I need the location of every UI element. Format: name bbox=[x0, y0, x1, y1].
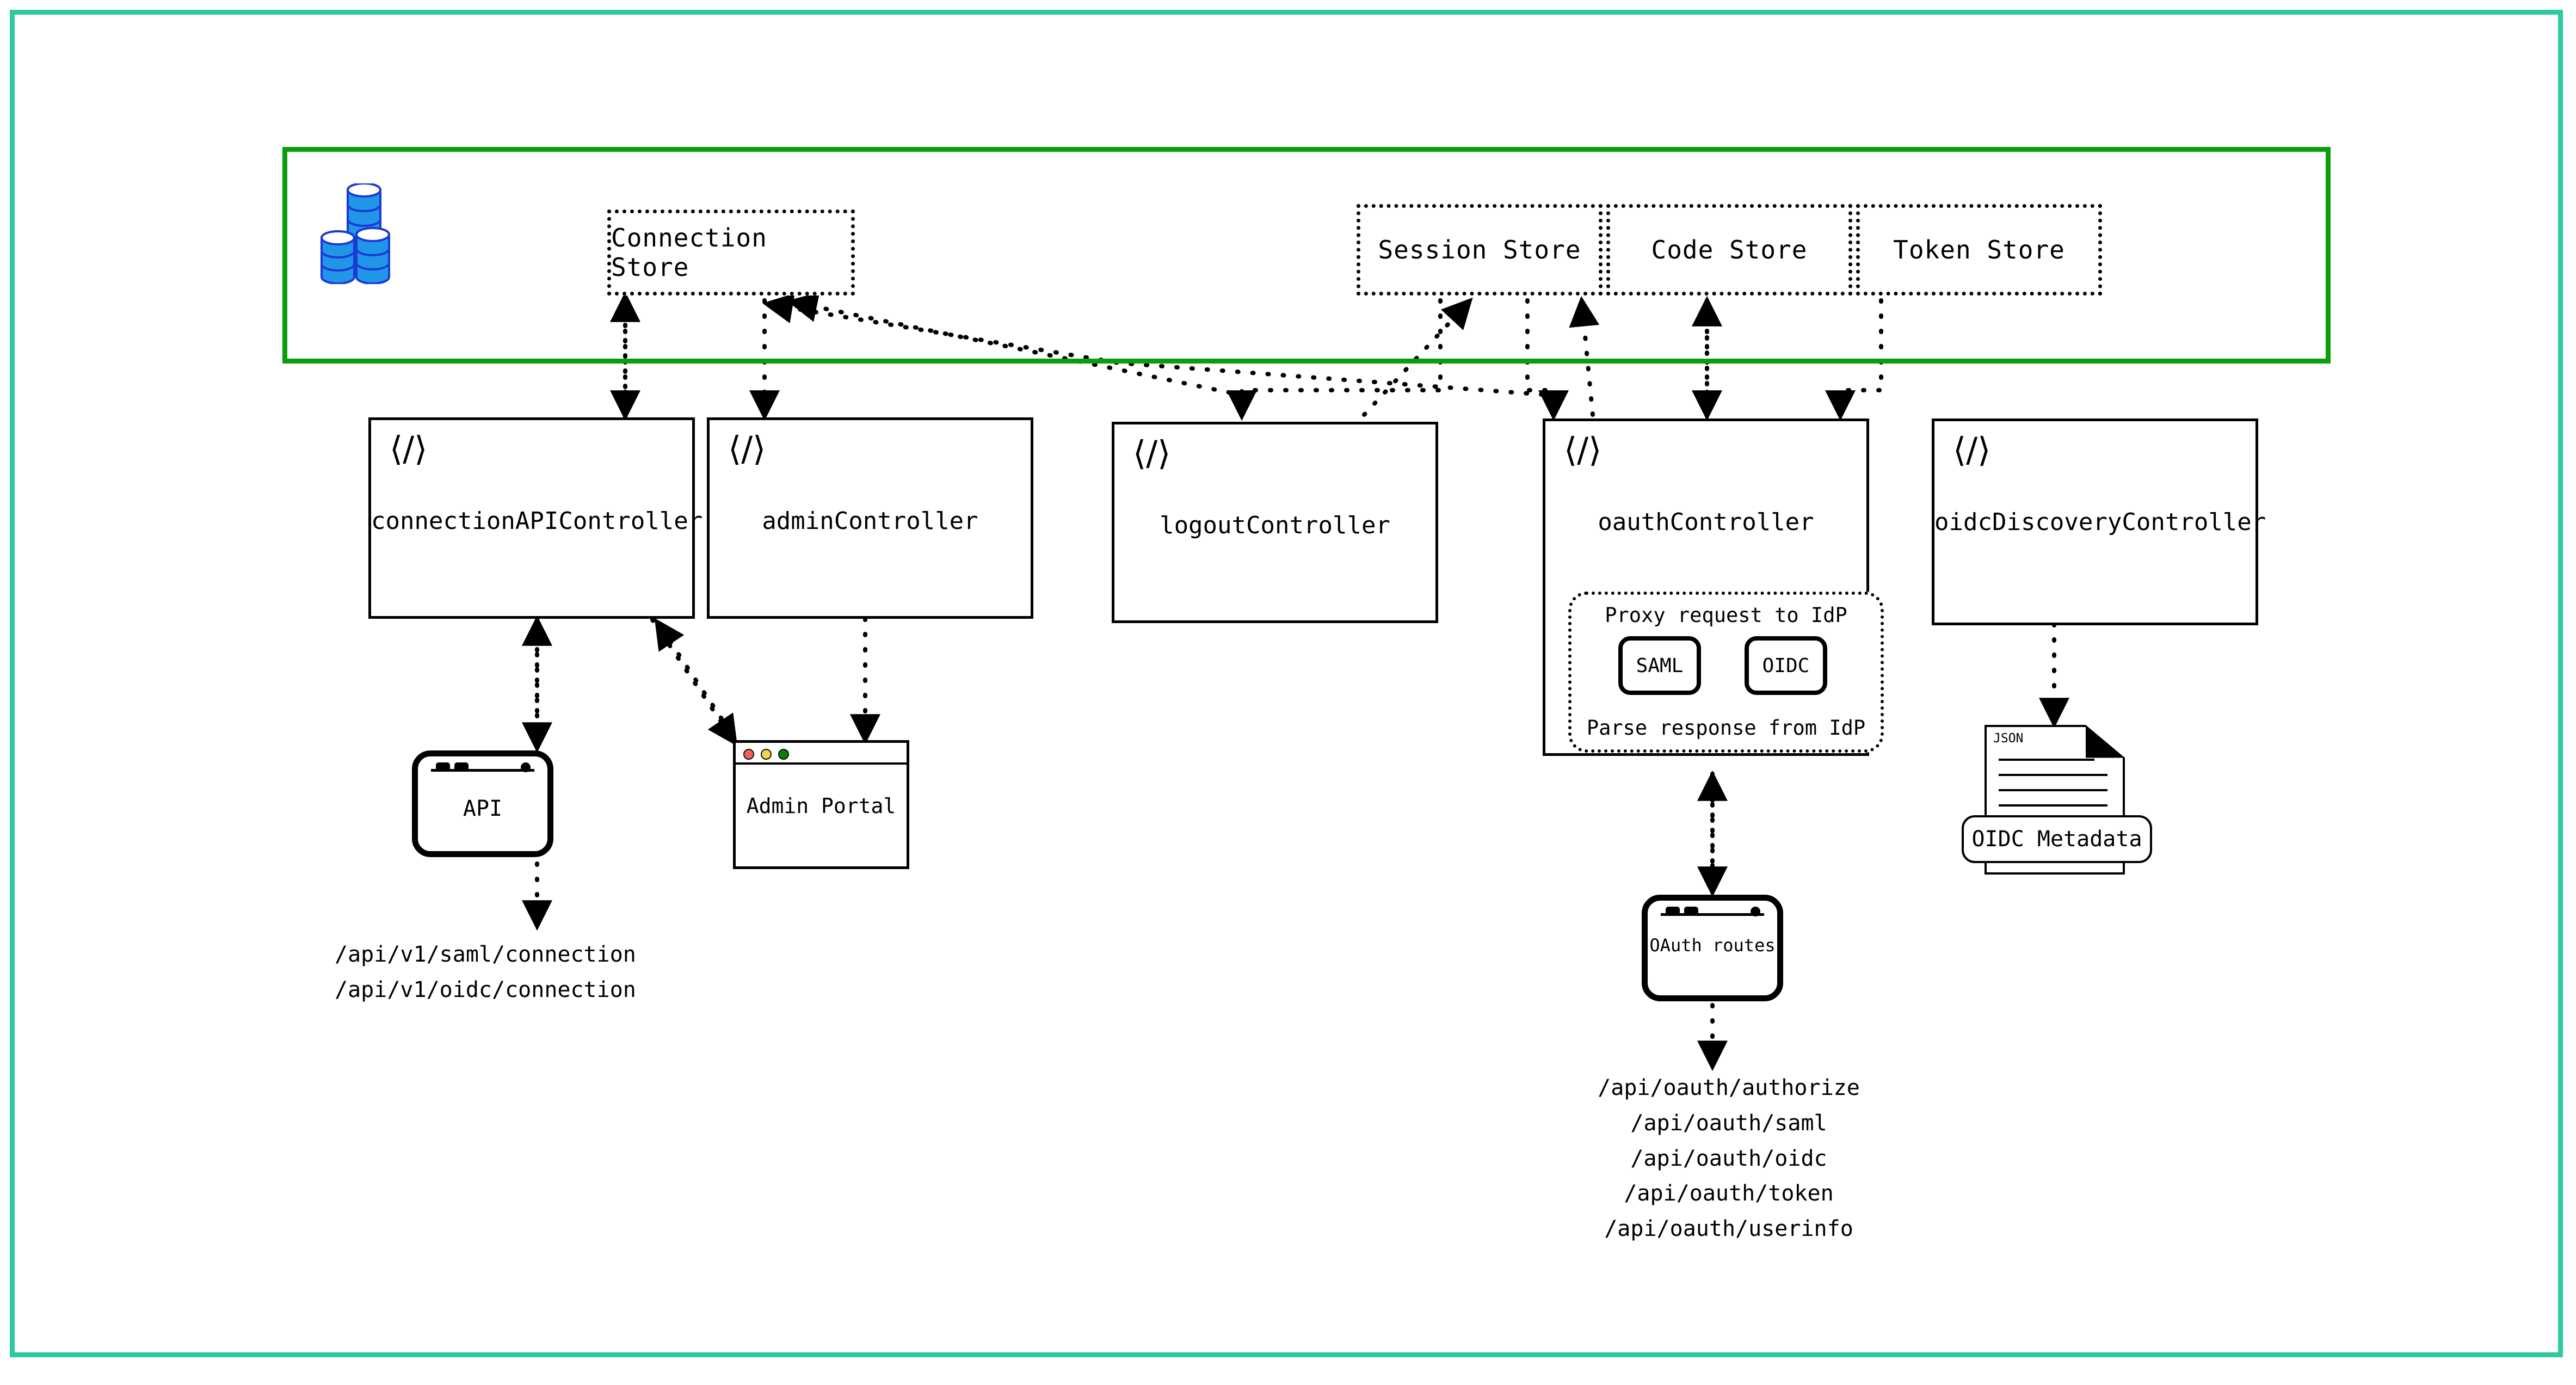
controller-label: logoutController bbox=[1160, 512, 1390, 539]
traffic-light-maximize-icon bbox=[778, 749, 789, 760]
controller-label: adminController bbox=[762, 507, 978, 535]
oauth-routes-window-label: OAuth routes bbox=[1649, 934, 1776, 956]
store-label: Token Store bbox=[1893, 235, 2065, 264]
idp-proxy-group: Proxy request to IdP SAML OIDC Parse res… bbox=[1568, 592, 1884, 753]
code-tag-icon: ⟨/⟩ bbox=[1133, 433, 1171, 473]
database-cylinders-icon bbox=[319, 182, 450, 285]
controller-box-logoutcontroller[interactable]: ⟨/⟩ logoutController bbox=[1112, 422, 1438, 623]
code-tag-icon: ⟨/⟩ bbox=[1564, 430, 1602, 470]
app-window-icon-oauth-routes[interactable]: OAuth routes bbox=[1642, 895, 1783, 1001]
endpoint-item: /api/v1/saml/connection bbox=[335, 942, 636, 967]
controller-box-admincontroller[interactable]: ⟨/⟩ adminController bbox=[707, 417, 1033, 619]
protocol-label: SAML bbox=[1636, 654, 1684, 677]
controller-label: oauthController bbox=[1598, 508, 1814, 536]
protocol-button-oidc[interactable]: OIDC bbox=[1745, 636, 1827, 695]
store-label: Code Store bbox=[1651, 235, 1808, 264]
code-tag-icon: ⟨/⟩ bbox=[728, 429, 766, 469]
traffic-light-minimize-icon bbox=[761, 749, 772, 760]
api-window-label: API bbox=[463, 796, 503, 822]
oidc-metadata-label[interactable]: OIDC Metadata bbox=[1962, 815, 2152, 863]
endpoint-item: /api/oauth/token bbox=[1624, 1181, 1834, 1207]
code-tag-icon: ⟨/⟩ bbox=[390, 429, 428, 469]
controller-box-oidcdiscoverycontroller[interactable]: ⟨/⟩ oidcDiscoveryController bbox=[1932, 418, 2266, 625]
store-label: Connection Store bbox=[611, 223, 767, 282]
oauth-endpoint-list: /api/oauth/authorize /api/oauth/saml /ap… bbox=[1576, 1070, 1881, 1247]
connector-layer bbox=[522, 291, 2069, 1072]
code-tag-icon: ⟨/⟩ bbox=[1953, 430, 1991, 470]
store-layer-container bbox=[282, 147, 2331, 364]
store-box-code-store[interactable]: Code Store bbox=[1606, 204, 1852, 296]
idp-parse-caption: Parse response from IdP bbox=[1586, 716, 1866, 740]
json-doc-tag: JSON bbox=[1993, 731, 2024, 746]
store-box-session-store[interactable]: Session Store bbox=[1357, 204, 1603, 296]
diagram-canvas: Connection Store Session Store Code Stor… bbox=[10, 10, 2563, 1357]
endpoint-item: /api/oauth/authorize bbox=[1598, 1075, 1860, 1100]
connection-endpoint-list: /api/v1/saml/connection /api/v1/oidc/con… bbox=[335, 937, 636, 1008]
oidc-metadata-text: OIDC Metadata bbox=[1971, 827, 2142, 852]
page-fold-icon bbox=[2085, 725, 2125, 758]
endpoint-item: /api/oauth/userinfo bbox=[1604, 1216, 1853, 1242]
endpoint-item: /api/oauth/saml bbox=[1630, 1110, 1827, 1136]
store-box-token-store[interactable]: Token Store bbox=[1856, 204, 2102, 296]
endpoint-item: /api/v1/oidc/connection bbox=[335, 977, 636, 1002]
browser-window-admin-portal[interactable]: Admin Portal bbox=[733, 740, 909, 869]
endpoint-item: /api/oauth/oidc bbox=[1630, 1146, 1827, 1171]
controller-label: oidcDiscoveryController bbox=[1934, 508, 2266, 536]
app-window-icon-api[interactable]: API bbox=[412, 750, 553, 857]
protocol-label: OIDC bbox=[1762, 654, 1810, 677]
idp-proxy-caption: Proxy request to IdP bbox=[1605, 604, 1847, 627]
browser-titlebar bbox=[736, 743, 907, 765]
protocol-button-saml[interactable]: SAML bbox=[1618, 636, 1701, 695]
traffic-light-close-icon bbox=[743, 749, 754, 760]
admin-portal-label: Admin Portal bbox=[746, 794, 896, 818]
store-box-connection-store[interactable]: Connection Store bbox=[607, 210, 855, 296]
controller-box-connectionapicontroller[interactable]: ⟨/⟩ connectionAPIController bbox=[368, 417, 703, 619]
store-label: Session Store bbox=[1378, 235, 1581, 264]
controller-label: connectionAPIController bbox=[371, 507, 703, 535]
